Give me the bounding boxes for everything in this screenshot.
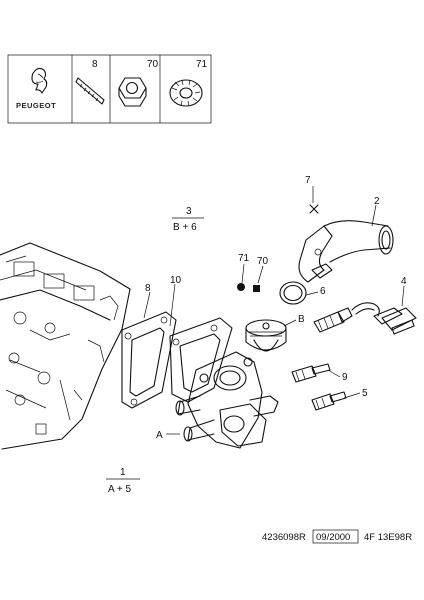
sensor-part-9 — [291, 363, 331, 383]
callout-8: 8 — [145, 283, 151, 294]
header-box: PEUGEOT 8 70 71 — [7, 54, 212, 124]
callout-5: 5 — [362, 388, 368, 399]
ref1-number: 1 — [120, 467, 126, 478]
cylinder-head — [0, 242, 131, 450]
callout-71: 71 — [238, 253, 250, 264]
callout-70: 70 — [257, 256, 269, 267]
callout-2: 2 — [374, 196, 380, 207]
nut-icon — [118, 77, 147, 107]
callout-labels: 7 2 71 70 6 4 10 8 B 9 5 A — [145, 175, 407, 441]
connector-harness-part-4 — [351, 302, 417, 335]
peugeot-lion-logo — [31, 67, 48, 94]
header-num-8: 8 — [92, 59, 98, 70]
reference-1: 1 A + 5 — [106, 467, 140, 495]
stud-part-7 — [309, 204, 319, 214]
ref3-sub: B + 6 — [173, 222, 197, 233]
seal-ring-part-6 — [279, 281, 307, 305]
footer-code: 4F 13E98R — [364, 532, 412, 543]
header-num-70: 70 — [147, 59, 159, 70]
header-num-71: 71 — [196, 59, 208, 70]
leader-lines — [143, 186, 405, 435]
gasket-part-8 — [121, 311, 177, 409]
footer-reference: 4236098R — [262, 532, 306, 543]
brand-name: PEUGEOT — [16, 101, 56, 110]
nut-marker-70 — [253, 285, 260, 292]
callout-4: 4 — [401, 276, 407, 287]
washer-marker-71 — [237, 283, 245, 291]
sensor-part-5 — [311, 391, 347, 411]
washer-icon — [169, 79, 203, 107]
ref3-number: 3 — [186, 206, 192, 217]
callout-7: 7 — [305, 175, 311, 186]
footer-date: 09/2000 — [316, 532, 350, 543]
ref1-sub: A + 5 — [108, 484, 132, 495]
reference-3: 3 B + 6 — [172, 206, 204, 233]
callout-9: 9 — [342, 372, 348, 383]
thermostat — [245, 319, 287, 352]
gasket-part-10 — [169, 317, 233, 403]
callout-6: 6 — [320, 286, 326, 297]
water-outlet-housing — [175, 351, 279, 449]
sensor-b — [313, 307, 353, 333]
elbow-pipe-part-2 — [298, 220, 394, 283]
footer: 4236098R 09/2000 4F 13E98R — [262, 529, 412, 544]
callout-b: B — [298, 314, 305, 325]
callout-a: A — [156, 430, 163, 441]
bolt-icon — [75, 77, 105, 105]
callout-10: 10 — [170, 275, 182, 286]
